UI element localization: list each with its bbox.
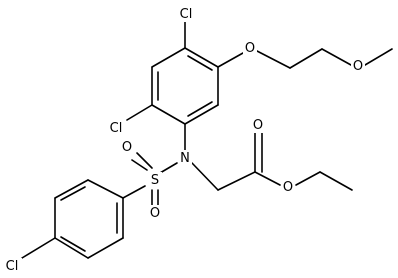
atom-label: Cl: [110, 121, 123, 136]
oxygen-atom: O: [351, 58, 365, 74]
oxygen-atom: O: [281, 179, 295, 195]
bond: [122, 185, 146, 199]
bond: [151, 47, 186, 68]
bond: [364, 48, 393, 66]
atom-label: S: [151, 173, 159, 188]
bond: [254, 171, 281, 186]
bond: [54, 237, 89, 259]
atom-label: Cl: [6, 259, 19, 274]
bond: [87, 179, 124, 199]
bond: [217, 171, 256, 191]
bond: [184, 104, 219, 125]
bond: [187, 55, 213, 71]
atom-label: O: [150, 206, 160, 221]
atom-label: O: [245, 41, 255, 56]
atom-label-layer: Cl O O Cl N S O O: [2, 6, 365, 274]
chlorine-atom: Cl: [106, 120, 126, 136]
bond: [159, 162, 178, 174]
bond: [295, 171, 321, 186]
bond: [54, 179, 89, 199]
bond: [60, 236, 86, 252]
bond: [87, 237, 124, 259]
bond: [136, 152, 153, 169]
bond: [184, 47, 219, 68]
bond: [289, 48, 323, 69]
bond: [187, 101, 213, 117]
atom-label: O: [122, 140, 132, 155]
atom-label: Cl: [180, 7, 193, 22]
bond-layer: [21, 21, 393, 259]
chlorine-atom: Cl: [176, 6, 196, 22]
bond: [256, 50, 291, 69]
bond: [217, 52, 244, 68]
bond: [21, 237, 56, 259]
bond: [319, 171, 353, 191]
atom-label: O: [353, 59, 363, 74]
nitrogen-atom: N: [178, 150, 192, 166]
oxygen-atom: O: [148, 205, 162, 221]
oxygen-atom: O: [120, 139, 134, 155]
oxygen-atom: O: [243, 41, 257, 57]
oxygen-atom: O: [251, 117, 265, 133]
bond: [151, 104, 186, 125]
bond: [126, 104, 153, 121]
bond: [321, 48, 352, 66]
bond: [60, 186, 86, 201]
atom-label: O: [283, 180, 293, 195]
sulfur-atom: S: [148, 172, 162, 188]
atom-label: N: [180, 151, 190, 166]
chlorine-atom: Cl: [2, 258, 22, 274]
bond: [191, 162, 219, 191]
bond: [131, 159, 148, 171]
atom-label: O: [253, 118, 263, 133]
